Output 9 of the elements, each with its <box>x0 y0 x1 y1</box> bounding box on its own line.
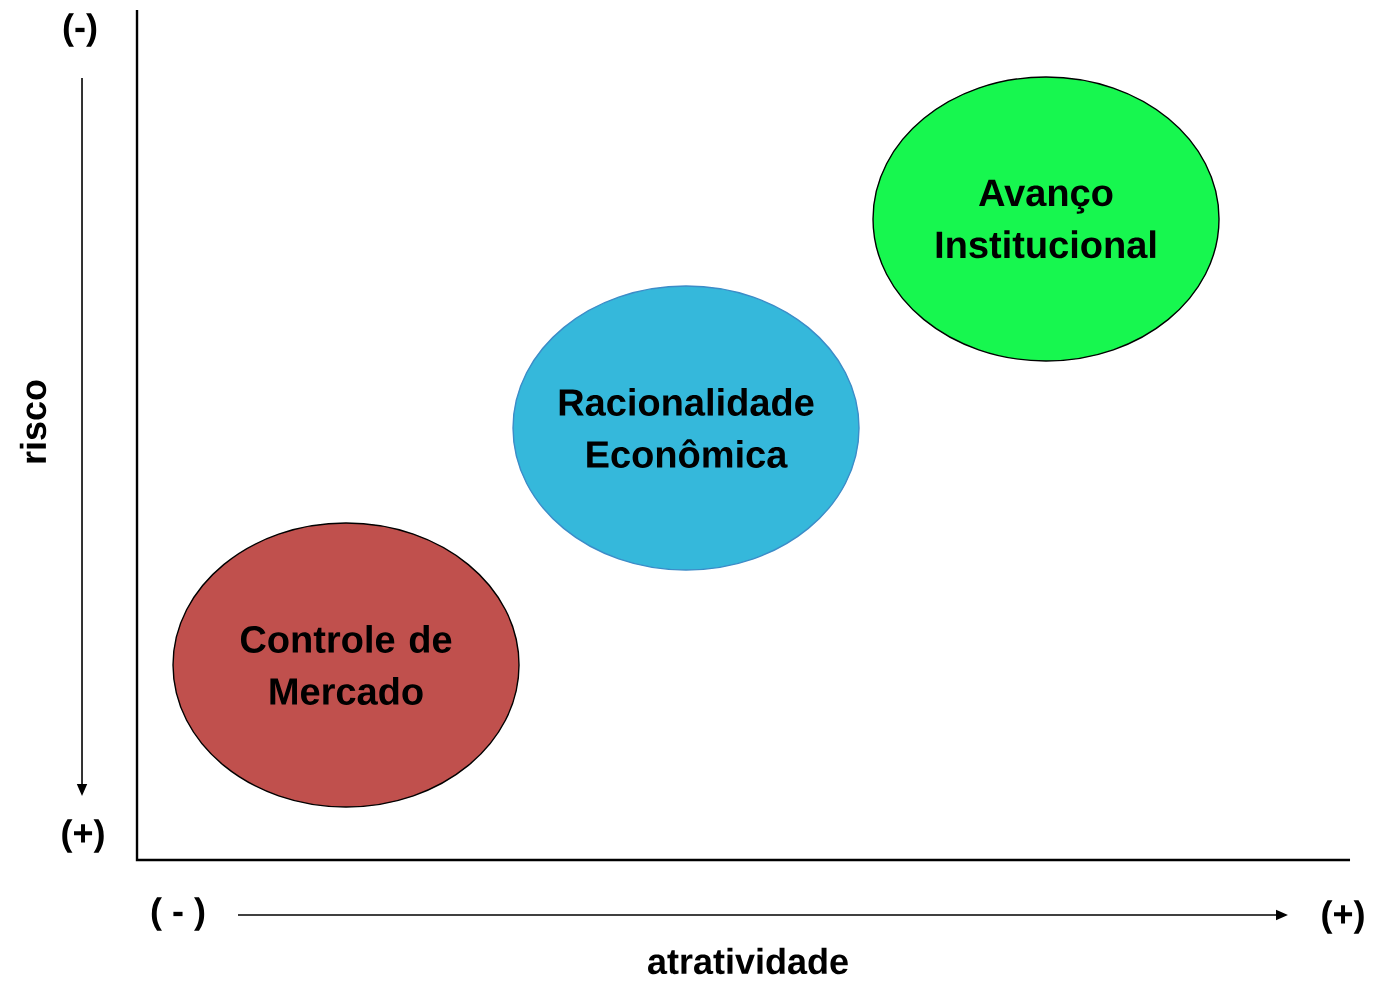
axis-label: (+) <box>1322 900 1364 934</box>
axis-label: risco <box>19 380 47 463</box>
axis-label: (+) <box>62 819 104 853</box>
axis-label: atratividade <box>648 947 848 975</box>
ellipse-label: Controle de Mercado <box>240 625 452 705</box>
axis-label: ( - ) <box>151 897 205 931</box>
ellipse-label: Avanço Institucional <box>936 179 1156 259</box>
ellipse-label: Racionalidade Econômica <box>559 388 814 468</box>
axis-label: (-) <box>63 13 97 47</box>
